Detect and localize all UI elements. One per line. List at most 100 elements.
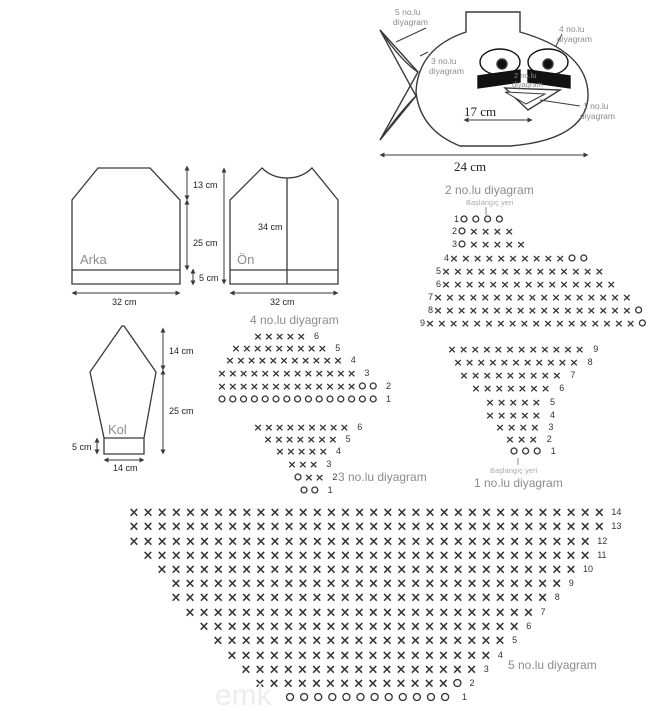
x-stitch-icon: × bbox=[509, 591, 520, 606]
x-stitch-icon: × bbox=[551, 577, 562, 592]
fish-tail bbox=[379, 29, 419, 141]
x-stitch-icon: × bbox=[311, 634, 322, 649]
x-stitch-icon: × bbox=[449, 252, 458, 265]
x-stitch-icon: × bbox=[298, 506, 309, 521]
x-stitch-icon: × bbox=[354, 535, 365, 550]
callout-d4-line1: 4 no.lu bbox=[559, 24, 585, 34]
row-number: 9 bbox=[593, 344, 598, 354]
chain-stitch-icon bbox=[426, 692, 436, 702]
x-stitch-icon: × bbox=[325, 634, 336, 649]
x-stitch-icon: × bbox=[453, 591, 464, 606]
x-stitch-icon: × bbox=[505, 433, 514, 446]
x-stitch-icon: × bbox=[213, 506, 224, 521]
x-stitch-icon: × bbox=[396, 620, 407, 635]
fish-diagram bbox=[379, 11, 589, 158]
x-stitch-icon: × bbox=[495, 620, 506, 635]
x-stitch-icon: × bbox=[439, 535, 450, 550]
x-stitch-icon: × bbox=[495, 606, 506, 621]
row-number: 4 bbox=[498, 650, 503, 660]
x-stitch-icon: × bbox=[253, 342, 262, 355]
x-stitch-icon: × bbox=[354, 620, 365, 635]
x-stitch-icon: × bbox=[255, 506, 266, 521]
x-stitch-icon: × bbox=[516, 238, 525, 251]
x-stitch-icon: × bbox=[285, 342, 294, 355]
x-stitch-icon: × bbox=[255, 649, 266, 664]
x-stitch-icon: × bbox=[489, 265, 498, 278]
x-stitch-icon: × bbox=[520, 396, 529, 409]
x-stitch-icon: × bbox=[326, 591, 337, 606]
x-stitch-icon: × bbox=[517, 369, 526, 382]
x-stitch-icon: × bbox=[473, 252, 482, 265]
x-stitch-icon: × bbox=[326, 606, 337, 621]
x-stitch-icon: × bbox=[509, 520, 520, 535]
x-stitch-icon: × bbox=[424, 649, 435, 664]
fish-leader-d1 bbox=[539, 99, 581, 107]
x-stitch-icon: × bbox=[368, 563, 379, 578]
x-stitch-icon: × bbox=[286, 330, 295, 343]
chain-stitch-icon bbox=[634, 306, 643, 314]
x-stitch-icon: × bbox=[483, 369, 492, 382]
x-stitch-icon: × bbox=[347, 380, 356, 393]
x-stitch-icon: × bbox=[594, 506, 605, 521]
chain-stitch-icon bbox=[294, 473, 302, 481]
x-stitch-icon: × bbox=[354, 549, 365, 564]
x-stitch-icon: × bbox=[447, 343, 456, 356]
x-stitch-icon: × bbox=[481, 225, 490, 238]
x-stitch-icon: × bbox=[354, 563, 365, 578]
x-stitch-icon: × bbox=[199, 620, 210, 635]
row-number: 5 bbox=[335, 343, 340, 353]
x-stitch-icon: × bbox=[523, 356, 532, 369]
x-stitch-icon: × bbox=[524, 265, 533, 278]
chain-stitch-icon bbox=[283, 395, 291, 403]
fish-mouth bbox=[504, 91, 547, 105]
x-stitch-icon: × bbox=[297, 620, 308, 635]
x-stitch-icon: × bbox=[255, 634, 266, 649]
x-stitch-icon: × bbox=[465, 265, 474, 278]
x-stitch-icon: × bbox=[411, 535, 422, 550]
x-stitch-icon: × bbox=[185, 549, 196, 564]
x-stitch-icon: × bbox=[537, 577, 548, 592]
x-stitch-icon: × bbox=[481, 620, 492, 635]
x-stitch-icon: × bbox=[457, 304, 466, 317]
x-stitch-icon: × bbox=[439, 549, 450, 564]
x-stitch-icon: × bbox=[241, 620, 252, 635]
x-stitch-icon: × bbox=[368, 591, 379, 606]
x-stitch-icon: × bbox=[269, 549, 280, 564]
x-stitch-icon: × bbox=[523, 591, 534, 606]
row-number: 4 bbox=[444, 253, 449, 263]
chain-stitch-icon bbox=[533, 447, 541, 455]
x-stitch-icon: × bbox=[185, 506, 196, 521]
x-stitch-icon: × bbox=[396, 520, 407, 535]
x-stitch-icon: × bbox=[484, 317, 493, 330]
x-stitch-icon: × bbox=[551, 304, 560, 317]
x-stitch-icon: × bbox=[477, 265, 486, 278]
x-stitch-icon: × bbox=[199, 506, 210, 521]
x-stitch-icon: × bbox=[304, 380, 313, 393]
x-stitch-icon: × bbox=[537, 520, 548, 535]
chain-stitch-icon bbox=[347, 395, 356, 403]
x-stitch-icon: × bbox=[433, 291, 442, 304]
x-stitch-icon: × bbox=[551, 291, 560, 304]
x-stitch-icon: × bbox=[507, 421, 516, 434]
sleeve-width: 14 cm bbox=[113, 463, 138, 473]
x-stitch-icon: × bbox=[551, 549, 562, 564]
x-stitch-icon: × bbox=[466, 663, 477, 678]
x-stitch-icon: × bbox=[340, 606, 351, 621]
x-stitch-icon: × bbox=[285, 433, 294, 446]
x-stitch-icon: × bbox=[509, 409, 518, 422]
x-stitch-icon: × bbox=[129, 520, 140, 535]
row-number: 7 bbox=[428, 292, 433, 302]
x-stitch-icon: × bbox=[353, 663, 364, 678]
x-stitch-icon: × bbox=[368, 634, 379, 649]
chain-stitch-icon bbox=[458, 227, 466, 235]
x-stitch-icon: × bbox=[297, 649, 308, 664]
x-stitch-icon: × bbox=[524, 278, 533, 291]
x-stitch-icon: × bbox=[523, 506, 534, 521]
x-stitch-icon: × bbox=[529, 343, 538, 356]
x-stitch-icon: × bbox=[325, 380, 334, 393]
row-number: 3 bbox=[452, 239, 457, 249]
x-stitch-icon: × bbox=[580, 549, 591, 564]
x-stitch-icon: × bbox=[283, 649, 294, 664]
x-stitch-icon: × bbox=[297, 606, 308, 621]
x-stitch-icon: × bbox=[580, 520, 591, 535]
